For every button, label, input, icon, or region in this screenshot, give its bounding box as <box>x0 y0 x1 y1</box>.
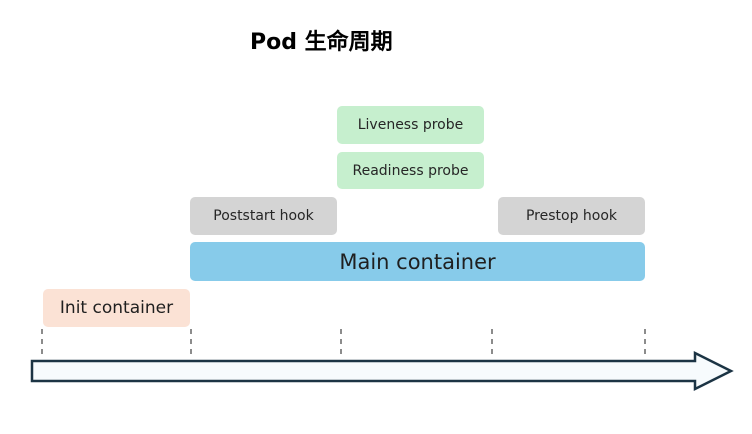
liveness-probe-label: Liveness probe <box>357 117 464 133</box>
diagram-title: Pod 生命周期 <box>250 30 393 55</box>
readiness-probe-label: Readiness probe <box>352 162 469 179</box>
init-container-box: Init container <box>43 289 190 327</box>
timeline-tick-marks <box>41 329 646 358</box>
poststart-hook-label: Poststart hook <box>213 208 314 224</box>
main-container-label: Main container <box>339 249 496 274</box>
prestop-hook-label: Prestop hook <box>525 208 618 224</box>
readiness-probe-box: Readiness probe <box>337 152 484 189</box>
prestop-hook-box: Prestop hook <box>498 197 645 235</box>
main-container-box: Main container <box>190 242 645 281</box>
liveness-probe-box: Liveness probe <box>337 106 484 144</box>
timeline-arrow <box>30 350 734 392</box>
init-container-label: Init container <box>59 298 174 318</box>
poststart-hook-box: Poststart hook <box>190 197 337 235</box>
